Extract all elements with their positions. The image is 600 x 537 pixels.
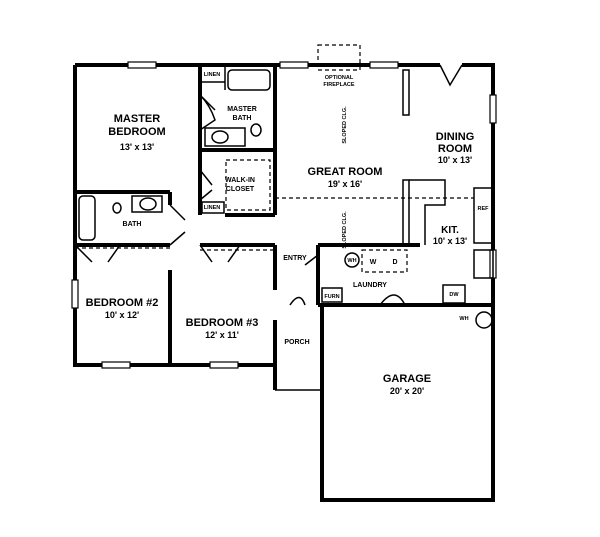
walk-in-closet-label: WALK-IN (225, 177, 255, 184)
master-bedroom-label-2: BEDROOM (108, 126, 165, 138)
fixtures (75, 44, 494, 329)
entry-label: ENTRY (283, 255, 307, 262)
refrigerator-label: REF (478, 206, 490, 212)
dining-room-label: DINING (436, 131, 475, 143)
master-bedroom-size: 13' x 13' (120, 142, 154, 152)
doors (74, 64, 463, 306)
porch-label: PORCH (284, 339, 309, 346)
great-room-size: 19' x 16' (328, 179, 362, 189)
walk-in-closet-label-2: CLOSET (226, 186, 255, 193)
master-bath-label: MASTER (227, 106, 257, 113)
bedroom-2-label: BEDROOM #2 (86, 297, 159, 309)
kitchen-label: KIT. (441, 225, 459, 236)
fireplace-label: OPTIONAL (325, 75, 354, 81)
linen-bottom-label: LINEN (204, 205, 221, 211)
garage-water-heater-label: WH (459, 316, 468, 322)
bedroom-3-size: 12' x 11' (205, 330, 239, 340)
bedroom-2-size: 10' x 12' (105, 310, 139, 320)
dining-room-size: 10' x 13' (438, 155, 472, 165)
garage-label: GARAGE (383, 373, 431, 385)
dishwasher-label: DW (449, 292, 459, 298)
laundry-label: LAUNDRY (353, 282, 387, 289)
sloped-ceiling-label-2: SLOPED CLG. (342, 211, 348, 249)
linen-top-label: LINEN (204, 72, 221, 78)
kitchen-size: 10' x 13' (433, 236, 467, 246)
fireplace-label-2: FIREPLACE (323, 82, 355, 88)
master-bedroom-label: MASTER (114, 113, 161, 125)
windows (71, 61, 497, 369)
garage-size: 20' x 20' (390, 386, 424, 396)
sloped-ceiling-label: SLOPED CLG. (342, 106, 348, 144)
bedroom-3-label: BEDROOM #3 (186, 317, 259, 329)
furnace-label: FURN (324, 294, 339, 300)
dining-room-label-2: ROOM (438, 143, 472, 155)
master-bath-label-2: BATH (233, 115, 252, 122)
water-heater-label: WH (347, 258, 356, 264)
washer-label: W (370, 259, 377, 266)
dryer-label: D (392, 259, 397, 266)
great-room-label: GREAT ROOM (308, 166, 383, 178)
bath-label: BATH (123, 221, 142, 228)
interior-walls (75, 65, 420, 365)
